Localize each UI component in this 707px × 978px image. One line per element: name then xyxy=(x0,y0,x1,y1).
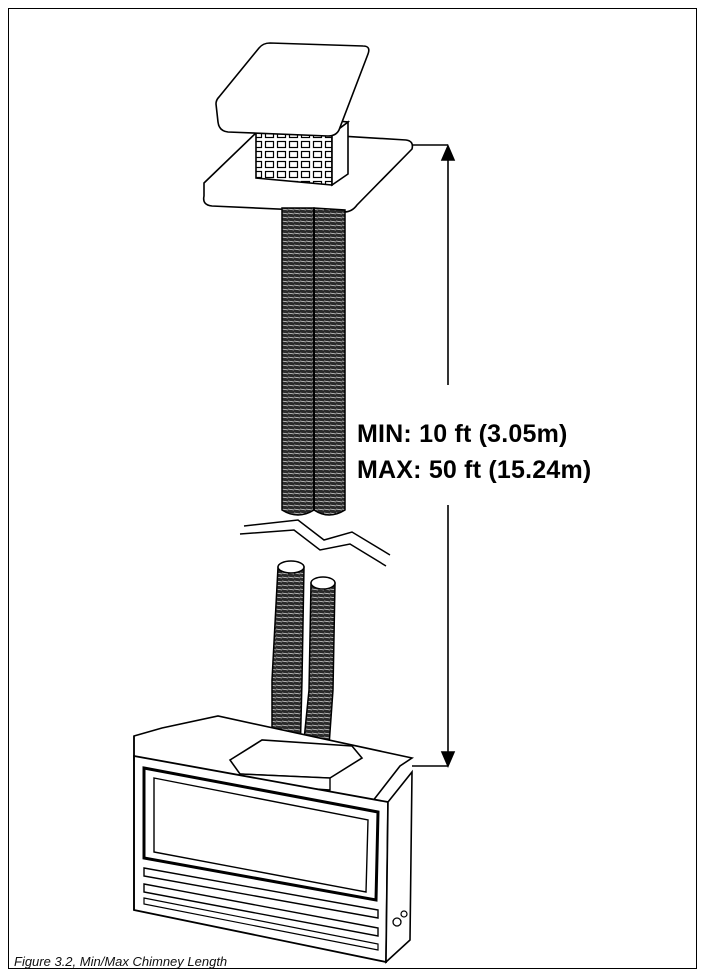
dimension-arrow-top xyxy=(412,143,456,385)
dimension-arrow-bottom xyxy=(412,505,456,769)
fireplace-unit xyxy=(133,715,415,964)
termination-cap xyxy=(215,42,370,137)
min-length-label: MIN: 10 ft (3.05m) xyxy=(357,420,568,448)
lower-vent-pipes xyxy=(271,560,336,761)
max-length-label: MAX: 50 ft (15.24m) xyxy=(357,456,592,484)
break-line xyxy=(239,519,391,567)
figure-caption: Figure 3.2, Min/Max Chimney Length xyxy=(14,954,228,969)
upper-vent-pipes xyxy=(281,207,346,516)
